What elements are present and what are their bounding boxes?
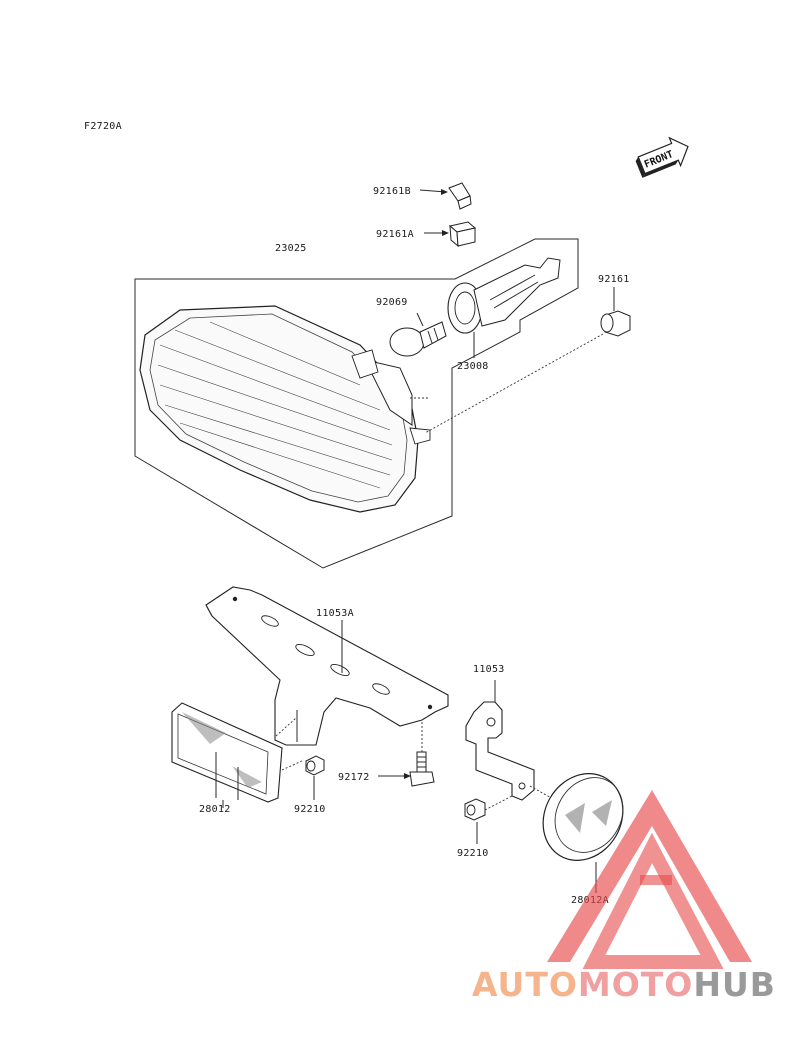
label-92210-left: 92210 [294,804,326,815]
part-92161A [424,221,477,248]
watermark-auto: AUTO [472,965,578,1004]
socket-23008 [447,257,561,358]
assembly-bracket-23025 [134,238,579,569]
label-92210-right: 92210 [457,848,489,859]
watermark-logo: AUTOMOTOHUB [472,790,776,1004]
label-11053A: 11053A [316,608,354,619]
label-11053: 11053 [473,664,505,675]
tail-lamp-housing [139,305,431,513]
grommet-92161 [424,287,631,434]
label-92069: 92069 [376,297,408,308]
label-92172: 92172 [338,772,370,783]
nut-92210-left [305,755,325,800]
nut-92210-right [464,795,513,844]
round-reflector-28012A [542,773,624,893]
label-28012: 28012 [199,804,231,815]
part-92161B [419,182,472,210]
label-23008: 23008 [457,361,489,372]
watermark-hub: HUB [693,965,776,1004]
label-92161B: 92161B [373,186,411,197]
watermark-moto: MOTO [578,965,693,1004]
bulb-92069 [389,312,447,357]
label-23025: 23025 [275,243,307,254]
label-92161: 92161 [598,274,630,285]
bolt-92172 [378,722,435,787]
front-arrow-icon: FRONT [635,136,689,178]
figure-code: F2720A [84,121,122,132]
label-92161A: 92161A [376,229,414,240]
bracket-11053 [465,680,556,801]
svg-text:AUTOMOTOHUB: AUTOMOTOHUB [472,965,776,1004]
reflector-28012 [171,702,305,808]
bracket-11053A [205,586,449,746]
